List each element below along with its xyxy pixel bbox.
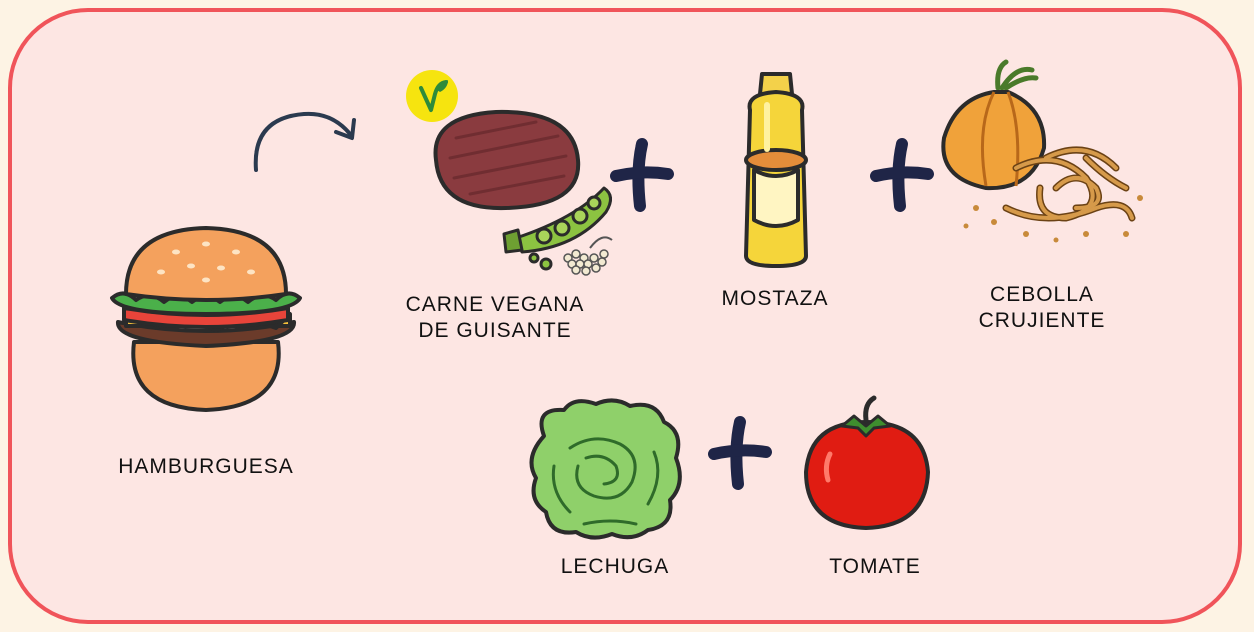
mustard-label: MOSTAZA	[680, 286, 870, 312]
plus-icon	[872, 140, 932, 210]
burger-icon	[106, 222, 306, 422]
tomato-icon	[802, 396, 932, 532]
plus-icon	[710, 418, 770, 488]
tomato-label: TOMATE	[790, 554, 960, 580]
burger-label: HAMBURGUESA	[86, 454, 326, 480]
mustard-bottle-icon	[736, 70, 816, 270]
onion-label: CEBOLLA CRUJIENTE	[942, 282, 1142, 334]
plus-icon	[612, 140, 672, 210]
patty-label: CARNE VEGANA DE GUISANTE	[370, 292, 620, 344]
vegan-patty-icon	[426, 108, 626, 278]
crispy-onion-icon	[936, 58, 1150, 244]
curved-arrow-icon	[246, 104, 366, 174]
lettuce-icon	[524, 396, 688, 542]
lettuce-label: LECHUGA	[520, 554, 710, 580]
